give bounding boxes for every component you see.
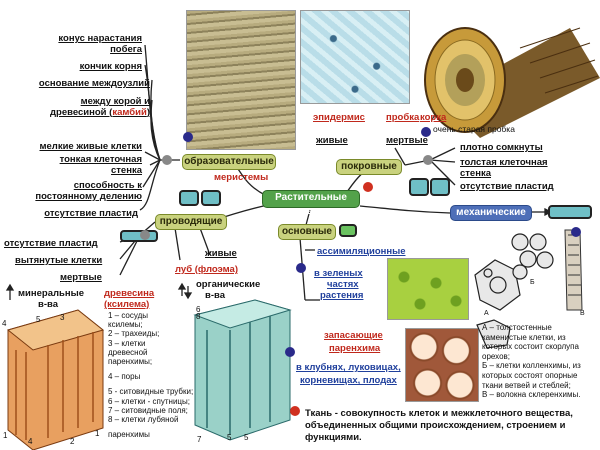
tissue-definition: Ткань - совокупность клеток и межклеточн…	[305, 408, 573, 443]
meristem-location: между корой и	[80, 96, 150, 107]
meristem-micrograph	[186, 10, 296, 150]
cover-feature: плотно сомкнуты	[460, 142, 543, 153]
conduct-alive-label: живые	[205, 248, 237, 259]
figure-number: 5	[227, 433, 232, 442]
cover-cell-icon	[409, 178, 429, 196]
meristem-location: основание междоузлий	[38, 78, 150, 89]
integumentary-label: покровные	[341, 161, 397, 172]
minerals-label: минеральные	[18, 288, 84, 299]
phloem-label: луб (флоэма)	[175, 264, 238, 275]
ground-cell-icon	[339, 224, 357, 237]
meristem-feature: способность к	[73, 180, 142, 191]
assimilation-label: ассимиляционные	[317, 246, 406, 257]
meristem-location: конус нарастания	[58, 33, 142, 44]
figure-number: 1	[95, 429, 100, 438]
storage-label: паренхима	[329, 343, 381, 354]
figure-number: 5	[244, 433, 249, 442]
figure-number: 8	[196, 312, 201, 321]
meristem-feature: мелкие живые клетки	[39, 141, 142, 152]
blue-dot	[571, 227, 581, 237]
assimilation-where: частях	[327, 279, 359, 290]
old-cork-label: очень старая пробка	[433, 124, 515, 134]
mechanical-box: механические	[450, 205, 532, 221]
plant-tissues-label: Растительные ткани	[275, 192, 347, 217]
conduct-cell-icon	[120, 230, 158, 242]
conduct-feature: вытянутые клетки	[15, 255, 103, 266]
educational-box: образовательные	[182, 154, 276, 170]
red-dot	[363, 182, 373, 192]
chlorenchyma-micrograph	[387, 258, 469, 320]
storage-label: запасающие	[324, 330, 383, 341]
meristem-feature: тонкая клеточная	[59, 154, 142, 165]
conducting-label: проводящие	[159, 216, 223, 227]
mech-legend: А – толстостенные каменистые клетки, из …	[482, 323, 581, 400]
cork-label: пробка	[386, 112, 420, 123]
grey-dot	[140, 230, 150, 240]
figure-number: 2	[70, 437, 75, 446]
figure-number: 4	[28, 437, 33, 446]
blue-dot	[296, 263, 306, 273]
figure-number: 5	[36, 315, 41, 324]
conduct-feature: мертвые	[60, 272, 102, 283]
storage-parenchyma-micrograph	[405, 328, 479, 402]
bark-label: корка	[420, 112, 447, 123]
blue-dot	[285, 347, 295, 357]
cover-dead-label: мертвые	[386, 135, 428, 146]
grey-dot	[162, 155, 172, 165]
plant-tissues-box: Растительные ткани	[262, 190, 360, 217]
meristem-location: кончик корня	[79, 61, 142, 72]
mechanical-label: механические	[456, 207, 526, 218]
organic-label: органические	[196, 279, 261, 290]
storage-where: корневищах, плодах	[300, 375, 397, 386]
mech-letter: Б	[530, 279, 535, 286]
minerals-label: в-ва	[38, 299, 59, 310]
integumentary-box: покровные	[336, 159, 402, 175]
xylem-label: древесина	[104, 288, 155, 299]
educational-label: образовательные	[184, 156, 274, 167]
cover-cell-icon	[201, 190, 221, 206]
xylem-label: (ксилема)	[104, 299, 150, 310]
meristem-feature: стенка	[111, 165, 142, 176]
blue-dot	[183, 132, 193, 142]
mech-letter: А	[484, 310, 489, 317]
organic-label: в-ва	[205, 290, 226, 301]
assimilation-where: в зеленых	[314, 268, 363, 279]
cover-feature: отсутствие пластид	[460, 181, 554, 192]
meristem-location: побега	[110, 44, 142, 55]
cover-cell-icon	[430, 178, 450, 196]
meristems-label: меристемы	[214, 172, 269, 183]
cover-alive-label: живые	[316, 135, 348, 146]
assimilation-where: растения	[320, 290, 364, 301]
ground-box: основные	[278, 224, 336, 240]
figure-number: 7	[197, 435, 202, 444]
epidermis-label: эпидермис	[313, 112, 365, 123]
conduct-legend: 1 – сосуды ксилемы; 2 – трахеиды; 3 – кл…	[108, 311, 194, 440]
mech-letter: В	[580, 310, 585, 317]
conducting-box: проводящие	[155, 214, 227, 230]
meristem-feature: постоянному делению	[35, 191, 142, 202]
epidermis-micrograph	[300, 10, 410, 104]
mech-fiber-icon	[548, 205, 592, 219]
figure-number: 6	[196, 305, 201, 314]
cover-feature: стенка	[460, 168, 491, 179]
grey-dot	[423, 155, 433, 165]
blue-dot	[421, 127, 431, 137]
meristem-feature: отсутствие пластид	[44, 208, 138, 219]
meristem-location-cambium: древесиной (камбий)	[50, 107, 150, 118]
conduct-feature: отсутствие пластид	[4, 238, 98, 249]
figure-number: 3	[60, 313, 65, 322]
cover-feature: толстая клеточная	[460, 157, 548, 168]
red-dot	[290, 406, 300, 416]
cover-cell-icon	[179, 190, 199, 206]
ground-label: основные	[282, 226, 332, 237]
figure-number: 1	[3, 431, 8, 440]
storage-where: в клубнях, луковицах,	[296, 362, 401, 373]
figure-number: 4	[2, 319, 7, 328]
